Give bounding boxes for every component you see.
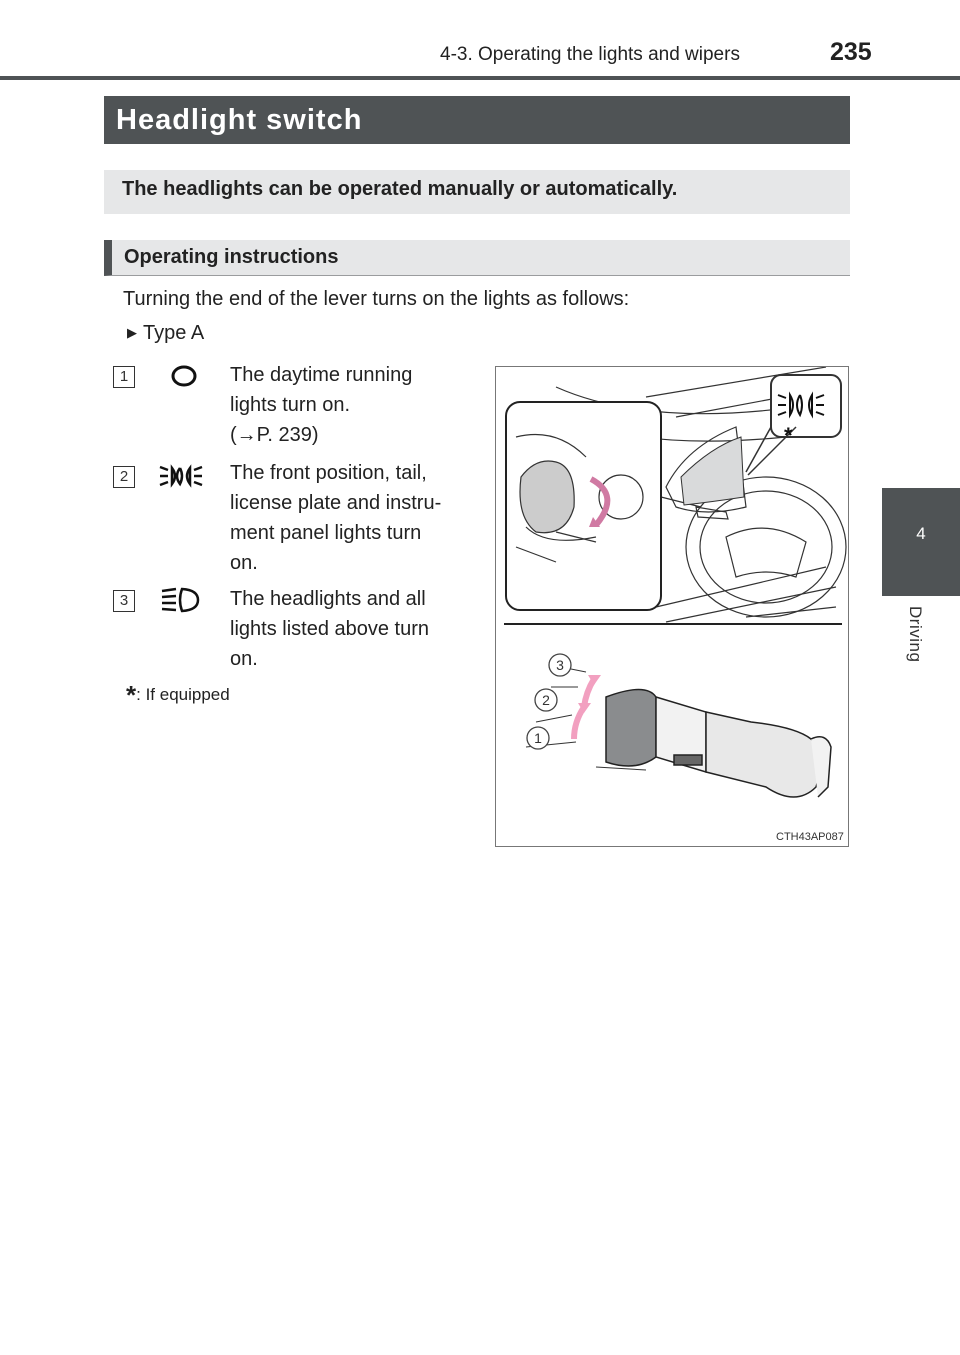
item-description-1: The daytime running lights turn on. (→P.… [230,360,476,450]
header-section-title: 4-3. Operating the lights and wipers [440,44,740,65]
page-title: Headlight switch [104,96,850,144]
header-divider [0,76,960,80]
item-number-2: 2 [113,466,135,488]
figure-code: CTH43AP087 [776,831,844,843]
item-3-line: on. [230,648,258,670]
item-1-reference[interactable]: (→P. 239) [230,424,319,446]
intro-text: Turning the end of the lever turns on th… [123,288,630,310]
item-1-line: lights turn on. [230,394,351,416]
item-2-line: license plate and instru- [230,492,442,514]
callout-3: 3 [556,657,564,673]
section-heading: Operating instructions [104,240,850,276]
headlight-switch-illustration: * [495,366,849,847]
item-2-line: The front position, tail, [230,462,427,484]
illustration-drawing: * [504,367,847,798]
type-label-text: Type A [143,322,205,344]
item-number-1: 1 [113,366,135,388]
item-1-line: The daytime running [230,364,413,386]
chapter-tab[interactable]: 4 [882,488,960,596]
footnote-text: : If equipped [136,685,230,704]
item-description-2: The front position, tail, license plate … [230,458,476,578]
headlight-icon [161,587,200,613]
item-3-line: lights listed above turn [230,618,430,640]
item-2-line: on. [230,552,258,574]
item-3-line: The headlights and all [230,588,426,610]
chapter-number: 4 [916,524,926,543]
callout-1: 1 [534,730,542,746]
inset-star: * [784,423,793,448]
chapter-label: Driving [906,606,925,663]
triangle-bullet-icon: ▶ [127,325,137,340]
position-lights-icon [159,464,203,488]
footnote: *: If equipped [126,680,230,711]
callout-2: 2 [542,692,550,708]
item-number-3: 3 [113,590,135,612]
type-label: ▶ Type A [127,322,204,345]
item-description-3: The headlights and all lights listed abo… [230,584,476,674]
summary-text: The headlights can be operated manually … [104,170,850,214]
page-number: 235 [830,38,872,66]
footnote-star: * [126,680,137,710]
daytime-running-lights-icon [171,365,197,387]
item-2-line: ment panel lights turn [230,522,422,544]
